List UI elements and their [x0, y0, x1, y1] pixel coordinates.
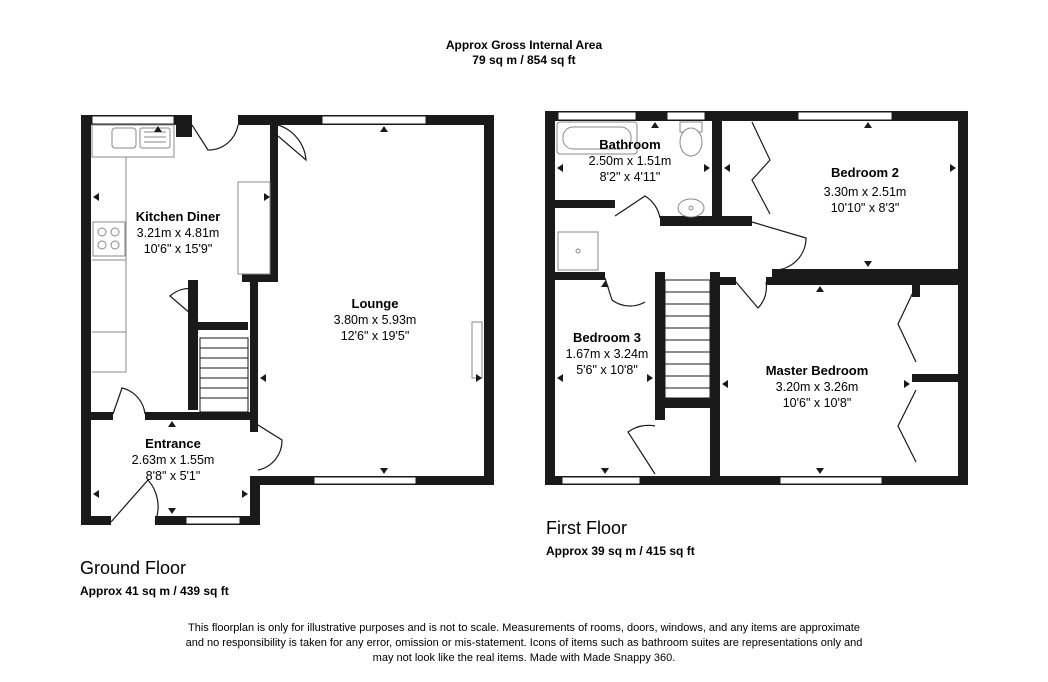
disclaimer: This floorplan is only for illustrative … — [104, 621, 944, 666]
ground-floor-labels: Kitchen Diner 3.21m x 4.81m 10'6" x 15'9… — [132, 209, 417, 483]
bathroom-name: Bathroom — [599, 137, 660, 152]
ground-floor-windows — [91, 115, 427, 525]
bedroom3-metric: 1.67m x 3.24m — [566, 347, 649, 361]
lounge-metric: 3.80m x 5.93m — [334, 313, 417, 327]
bedroom2-metric: 3.30m x 2.51m — [824, 185, 907, 199]
kitchen-fixtures — [91, 124, 483, 379]
ground-floor-area: Approx 41 sq m / 439 sq ft — [80, 584, 229, 598]
lounge-imperial: 12'6" x 19'5" — [341, 329, 410, 343]
kitchen-name: Kitchen Diner — [136, 209, 221, 224]
kitchen-metric: 3.21m x 4.81m — [137, 226, 220, 240]
bathroom-fixtures — [556, 121, 705, 271]
entrance-metric: 2.63m x 1.55m — [132, 453, 215, 467]
first-floor-windows — [557, 111, 893, 485]
first-floor-plan: Bathroom 2.50m x 1.51m 8'2" x 4'11" Bedr… — [545, 111, 968, 485]
bathroom-metric: 2.50m x 1.51m — [589, 154, 672, 168]
bedroom3-name: Bedroom 3 — [573, 330, 641, 345]
kitchen-imperial: 10'6" x 15'9" — [144, 242, 213, 256]
bedroom2-imperial: 10'10" x 8'3" — [831, 201, 900, 215]
ground-floor-markers — [93, 126, 482, 514]
ground-floor-title: Ground Floor — [80, 558, 187, 578]
first-floor-walls — [545, 111, 968, 485]
entrance-name: Entrance — [145, 436, 201, 451]
disclaimer-line-3: may not look like the real items. Made w… — [372, 652, 676, 664]
lounge-name: Lounge — [352, 296, 399, 311]
master-bedroom-imperial: 10'6" x 10'8" — [783, 396, 852, 410]
ground-floor-stairs — [199, 337, 249, 413]
entrance-imperial: 8'8" x 5'1" — [146, 469, 201, 483]
bedroom2-name: Bedroom 2 — [831, 165, 899, 180]
first-floor-doors — [604, 121, 917, 475]
ground-floor-doors — [110, 124, 307, 523]
gross-area-title: Approx Gross Internal Area — [445, 38, 603, 52]
disclaimer-line-2: and no responsibility is taken for any e… — [185, 637, 863, 649]
ground-floor-plan: Kitchen Diner 3.21m x 4.81m 10'6" x 15'9… — [81, 115, 494, 525]
plan-header: Approx Gross Internal Area 79 sq m / 854… — [374, 38, 674, 68]
first-floor-title: First Floor — [546, 518, 627, 538]
first-floor-area: Approx 39 sq m / 415 sq ft — [546, 544, 695, 558]
gross-area-value: 79 sq m / 854 sq ft — [472, 53, 576, 67]
master-bedroom-metric: 3.20m x 3.26m — [776, 380, 859, 394]
bathroom-imperial: 8'2" x 4'11" — [600, 170, 661, 184]
first-floor-labels: Bathroom 2.50m x 1.51m 8'2" x 4'11" Bedr… — [566, 137, 907, 410]
first-floor-markers — [557, 122, 956, 474]
master-bedroom-name: Master Bedroom — [766, 363, 869, 378]
disclaimer-line-1: This floorplan is only for illustrative … — [188, 622, 860, 634]
bedroom3-imperial: 5'6" x 10'8" — [576, 363, 638, 377]
first-floor-stairs — [664, 279, 711, 399]
